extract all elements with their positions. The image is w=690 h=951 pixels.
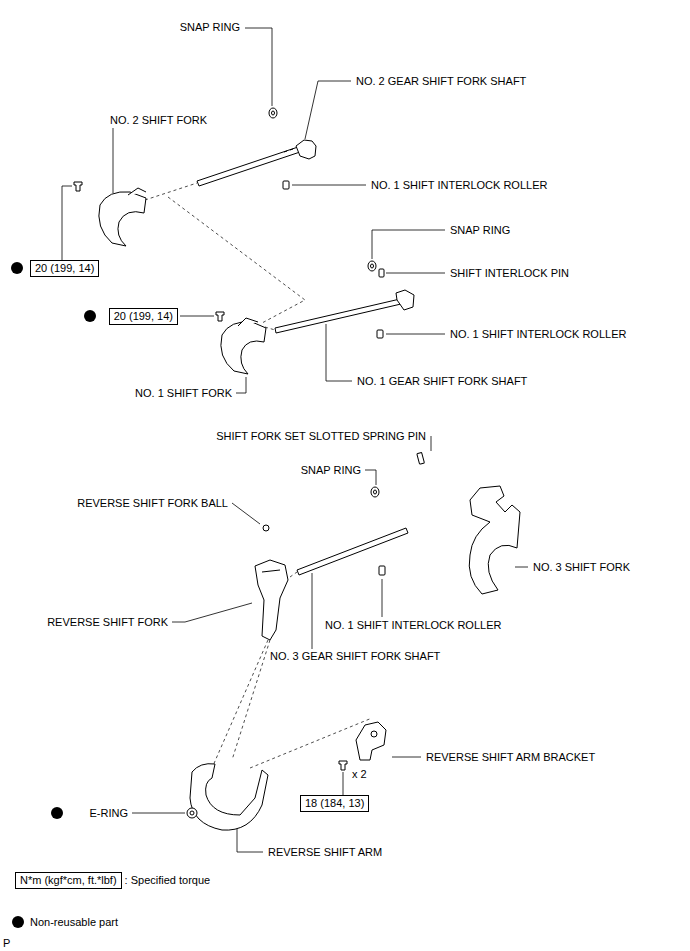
torque-value: 20 (199, 14) — [35, 262, 94, 274]
part-name: NO. 3 GEAR SHIFT FORK SHAFT — [270, 650, 440, 663]
unit-box: N*m (kgf*cm, ft.*lbf) — [15, 872, 122, 889]
torque-box: 20 (199, 14) — [109, 308, 178, 325]
part-name: NO. 1 SHIFT INTERLOCK ROLLER — [325, 619, 501, 632]
leader-lines — [62, 28, 528, 852]
part-name: REVERSE SHIFT ARM BRACKET — [426, 751, 595, 764]
assembly-lines — [145, 183, 372, 768]
part-name: NO. 2 SHIFT FORK — [110, 114, 207, 127]
legend-text: : Specified torque — [125, 874, 211, 887]
torque-value: 20 (199, 14) — [114, 310, 173, 322]
part-name: NO. 1 SHIFT FORK — [135, 387, 232, 400]
legend-text: Non-reusable part — [30, 916, 118, 929]
part-name: NO. 1 SHIFT INTERLOCK ROLLER — [450, 328, 626, 341]
part-name: NO. 1 GEAR SHIFT FORK SHAFT — [357, 375, 527, 388]
non-reusable-marks — [11, 262, 96, 928]
parts — [74, 108, 520, 830]
part-name: E-RING — [90, 807, 129, 820]
part-name: REVERSE SHIFT FORK BALL — [77, 497, 228, 510]
torque-value: N*m (kgf*cm, ft.*lbf) — [20, 874, 117, 886]
part-name: REVERSE SHIFT ARM — [268, 846, 382, 859]
part-name: SHIFT FORK SET SLOTTED SPRING PIN — [216, 430, 426, 443]
torque-box: 18 (184, 13) — [300, 795, 369, 812]
part-name: SHIFT INTERLOCK PIN — [450, 267, 569, 280]
figure-code: P — [3, 937, 10, 950]
torque-box: 20 (199, 14) — [30, 260, 99, 277]
part-name: NO. 1 SHIFT INTERLOCK ROLLER — [371, 179, 547, 192]
part-name: NO. 3 SHIFT FORK — [533, 561, 630, 574]
quantity-note: x 2 — [352, 768, 367, 781]
part-name: SNAP RING — [180, 21, 240, 34]
torque-value: 18 (184, 13) — [305, 797, 364, 809]
part-name: SNAP RING — [450, 224, 510, 237]
part-name: REVERSE SHIFT FORK — [47, 616, 168, 629]
part-name: NO. 2 GEAR SHIFT FORK SHAFT — [356, 75, 526, 88]
part-name: SNAP RING — [301, 464, 361, 477]
